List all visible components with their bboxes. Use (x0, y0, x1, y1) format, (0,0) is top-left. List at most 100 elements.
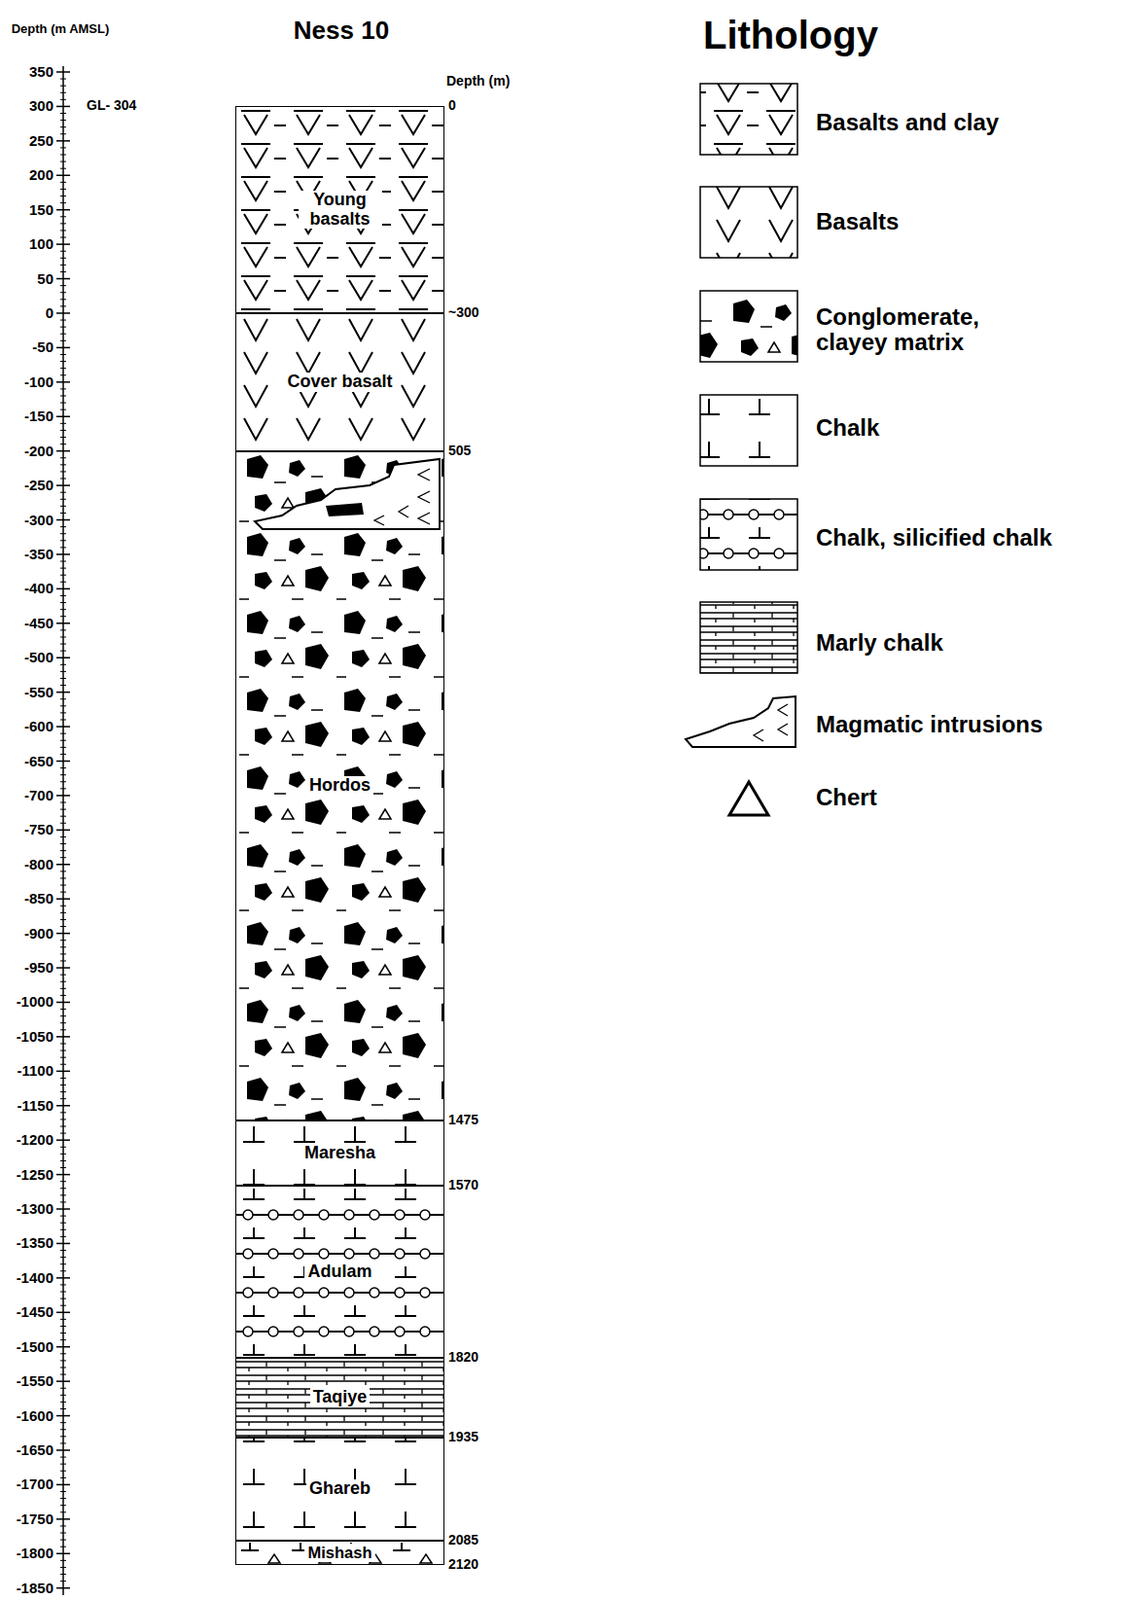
formation-name: Cover basalt (283, 372, 395, 392)
axis-tick (60, 1359, 67, 1361)
axis-tick (56, 1070, 71, 1073)
axis-tick (60, 884, 67, 886)
axis-tick (60, 912, 67, 914)
axis-tick (60, 505, 67, 507)
axis-tick (56, 484, 71, 487)
axis-tick (60, 546, 67, 548)
axis-tick (60, 1236, 67, 1238)
axis-tick (60, 870, 67, 872)
tick-label: -100 (24, 374, 54, 391)
axis-tick (60, 1428, 67, 1430)
axis-tick (60, 1504, 67, 1506)
tick-label: -1400 (16, 1270, 54, 1287)
legend-swatch-box (700, 186, 798, 258)
axis-tick (60, 1421, 67, 1423)
magmatic-intrusion (254, 459, 440, 530)
ground-level-label: GL- 304 (86, 98, 137, 113)
tick-label: -1000 (16, 993, 54, 1011)
axis-tick (60, 684, 67, 686)
tick-label: -900 (24, 924, 54, 942)
axis-tick (60, 1201, 67, 1203)
axis-tick (56, 1484, 71, 1486)
axis-tick (60, 974, 67, 976)
tick-label: -1650 (16, 1442, 54, 1459)
axis-tick (60, 1084, 67, 1086)
axis-tick (60, 298, 67, 300)
axis-tick (60, 1126, 67, 1128)
formation-band: Hordos (235, 451, 445, 1121)
axis-tick (56, 760, 71, 763)
formation-name: Young basalts (298, 190, 383, 230)
well-title: Ness 10 (293, 16, 390, 45)
axis-tick (60, 815, 67, 817)
legend-swatch (700, 601, 798, 673)
legend-intrusion (685, 696, 796, 747)
axis-tick (60, 229, 67, 231)
axis-tick (60, 608, 67, 610)
axis-tick (60, 919, 67, 920)
axis-tick (56, 1104, 71, 1107)
depth-label: 1570 (448, 1177, 479, 1193)
tick-label: -350 (24, 546, 54, 564)
depth-header: Depth (m) (446, 73, 510, 89)
axis-tick (60, 478, 67, 480)
axis-tick (60, 856, 67, 858)
axis-tick (60, 1559, 67, 1561)
axis-tick (60, 643, 67, 645)
axis-tick (60, 1160, 67, 1162)
tick-label: -450 (24, 615, 54, 633)
axis-tick (60, 257, 67, 259)
axis-tick (60, 85, 67, 87)
lithology-fill (235, 1120, 445, 1186)
axis-tick (60, 740, 67, 742)
axis-tick (60, 353, 67, 355)
tick-label: 350 (29, 64, 54, 81)
axis-tick (60, 1401, 67, 1403)
tick-label: -300 (24, 511, 54, 529)
axis-tick (60, 188, 67, 190)
axis-tick (60, 1050, 67, 1052)
tick-label: -250 (24, 477, 54, 495)
axis-tick (60, 1366, 67, 1368)
tick-label: -50 (32, 339, 54, 356)
axis-tick (56, 416, 71, 419)
formation-band: Ghareb (235, 1437, 445, 1541)
axis-tick (60, 402, 67, 404)
legend-swatch (700, 394, 798, 466)
axis-tick (60, 849, 67, 851)
axis-tick (60, 498, 67, 500)
axis-tick (60, 92, 67, 94)
axis-tick (56, 1449, 71, 1451)
axis-tick (60, 78, 67, 80)
tick-label: -1800 (16, 1545, 54, 1562)
axis-tick (60, 1249, 67, 1251)
intrusion-clast (325, 502, 364, 517)
axis-tick (60, 1146, 67, 1148)
axis-tick (56, 622, 71, 625)
axis-tick (60, 319, 67, 321)
lithology-fill (235, 1437, 445, 1541)
formation-band: Young basalts (235, 106, 445, 314)
axis-tick (60, 1022, 67, 1024)
axis-tick (56, 932, 71, 935)
axis-tick (60, 561, 67, 563)
legend-swatch-box (700, 290, 798, 362)
axis-tick (60, 222, 67, 224)
axis-tick (60, 154, 67, 156)
formation-name: Adulam (304, 1262, 375, 1282)
axis-tick (56, 1035, 71, 1038)
axis-tick (60, 388, 67, 390)
axis-tick (60, 650, 67, 652)
tick-label: 100 (29, 236, 54, 253)
formation-name: Maresha (301, 1143, 379, 1164)
legend-text: Chalk (815, 415, 880, 441)
axis-tick (60, 1463, 67, 1465)
legend-text: Magmatic intrusions (815, 711, 1043, 738)
axis-tick (60, 119, 67, 121)
axis-tick (60, 443, 67, 445)
tick-label: -1350 (16, 1235, 54, 1252)
legend-swatch (700, 290, 798, 362)
formation-name: Mishash (304, 1543, 375, 1561)
axis-tick (60, 988, 67, 990)
axis-tick (56, 347, 71, 350)
